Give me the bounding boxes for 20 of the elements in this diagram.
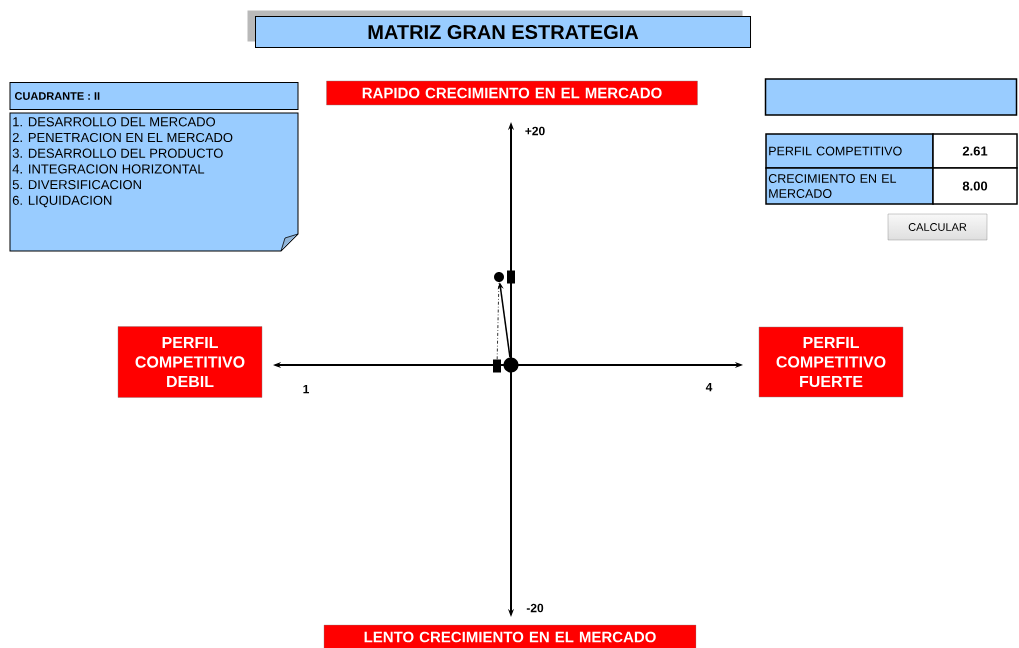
tick-label: -20 <box>526 603 544 613</box>
square-marker <box>493 359 501 373</box>
header-box <box>764 78 1018 116</box>
label-box: PERFIL COMPETITIVO DEBIL <box>117 326 263 398</box>
square-marker <box>507 270 515 284</box>
label-box: PERFIL COMPETITIVO FUERTE <box>758 326 904 398</box>
value-cell: 2.61 <box>932 133 1018 169</box>
label-box: RAPIDO CRECIMIENTO EN EL MERCADO <box>326 80 698 106</box>
table-cell: CRECIMIENTO EN EL MERCADO <box>765 167 934 205</box>
tick-label: 4 <box>705 382 713 392</box>
label-box: LENTO CRECIMIENTO EN EL MERCADO <box>323 624 697 648</box>
table-cell: PERFIL COMPETITIVO <box>765 133 934 169</box>
title-box: MATRIZ GRAN ESTRATEGIA <box>247 10 751 48</box>
strategy-note: 1. DESARROLLO DEL MERCADO 2. PENETRACION EN EL MERCADO 3. DESARROLLO DEL PRODUCTO 4. INTEGRACION HORIZONTAL 5. DIVERSIFICACION 6. LIQUIDACION <box>9 112 299 252</box>
origin-marker <box>503 357 519 373</box>
value-cell: 8.00 <box>932 167 1018 205</box>
calculate-button: CALCULAR <box>887 213 988 241</box>
quadrant-box: CUADRANTE : II <box>9 82 299 110</box>
tick-label: +20 <box>525 126 545 136</box>
tick-label: 1 <box>303 384 309 394</box>
